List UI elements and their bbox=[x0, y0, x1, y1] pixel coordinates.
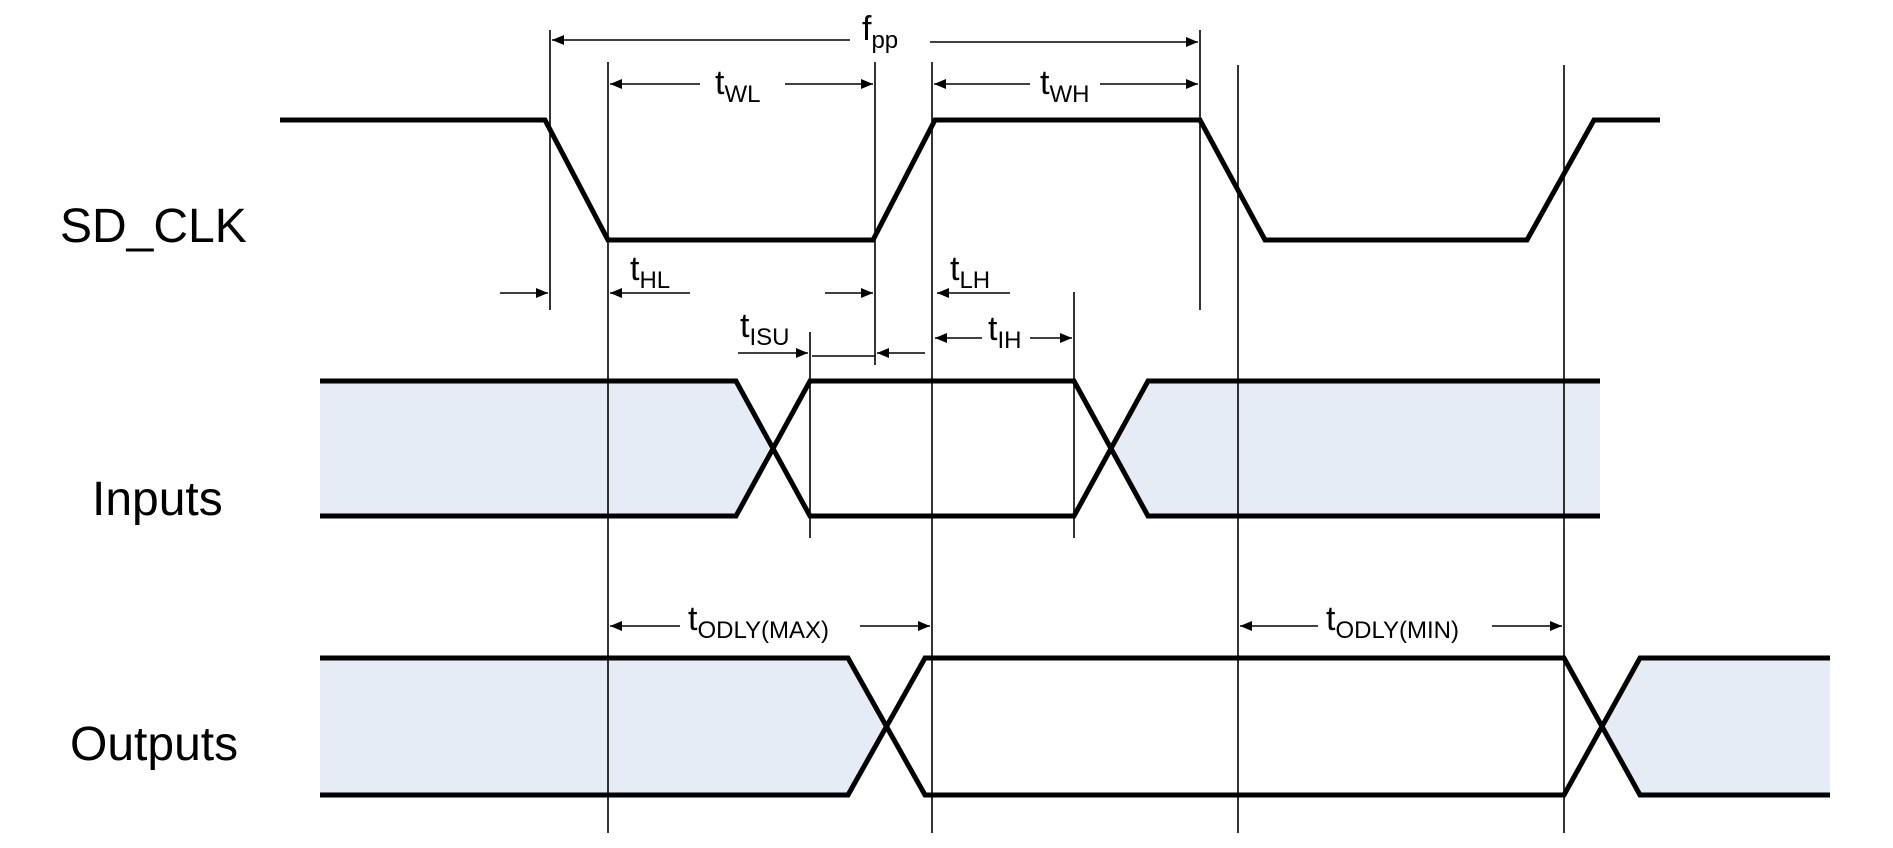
label-todly-max: tODLY(MAX) bbox=[688, 600, 829, 644]
outputs-waveform bbox=[320, 655, 1830, 798]
outputs-shade-right bbox=[1602, 658, 1830, 795]
label-tlh: tLH bbox=[950, 250, 990, 294]
outputs-shading bbox=[320, 658, 1830, 795]
label-twh: tWH bbox=[1040, 64, 1089, 108]
outputs-top-line bbox=[320, 655, 1830, 798]
inputs-shading bbox=[320, 381, 1600, 516]
sd-clk-waveform bbox=[280, 117, 1660, 243]
label-thl: tHL bbox=[630, 250, 670, 294]
signal-label-inputs: Inputs bbox=[92, 473, 223, 526]
timing-labels: fpp tWL tWH tHL tLH tISU tIH tODLY(MAX) … bbox=[630, 10, 1459, 644]
inputs-shade-left bbox=[320, 381, 769, 516]
signal-label-outputs: Outputs bbox=[70, 718, 238, 771]
outputs-shade-left bbox=[320, 658, 886, 795]
inputs-shade-right bbox=[1112, 381, 1600, 516]
label-tisu: tISU bbox=[740, 307, 789, 351]
label-tih: tIH bbox=[988, 310, 1021, 354]
signal-label-sd-clk: SD_CLK bbox=[60, 200, 247, 253]
dimension-arrows bbox=[500, 35, 1562, 631]
label-twl: tWL bbox=[715, 64, 760, 108]
inputs-bottom-line bbox=[320, 378, 1600, 519]
outputs-bottom-line bbox=[320, 655, 1830, 798]
label-fpp: fpp bbox=[862, 10, 898, 54]
inputs-waveform bbox=[320, 378, 1600, 519]
inputs-top-line bbox=[320, 378, 1600, 519]
label-todly-min: tODLY(MIN) bbox=[1326, 600, 1459, 644]
